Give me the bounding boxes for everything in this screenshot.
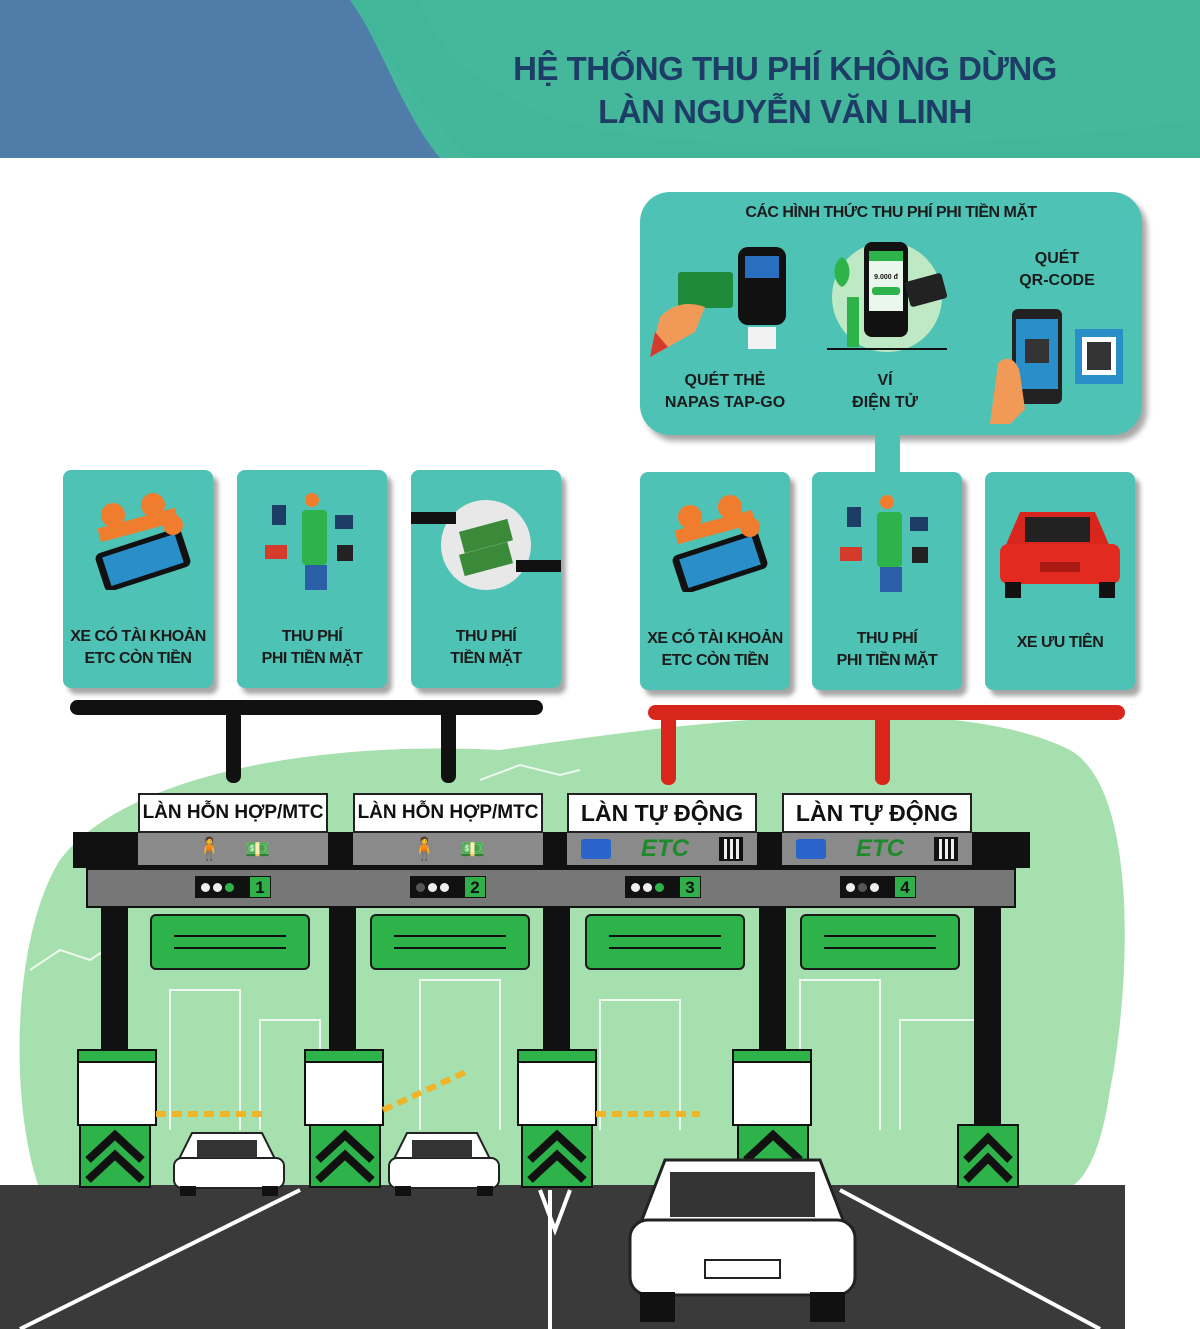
method-e-wallet-line1: VÍ — [877, 372, 893, 389]
method-e-wallet: VÍ ĐIỆN TỬ — [810, 370, 960, 414]
signal-light — [213, 882, 222, 892]
lane-number-2: 2 — [410, 876, 486, 898]
pillar — [974, 908, 1001, 1138]
header-banner — [0, 0, 1200, 158]
signal-light — [631, 882, 640, 892]
signal-light — [655, 882, 664, 892]
etc-account-phone-icon — [672, 495, 768, 592]
card-line1: XE ƯU TIÊN — [1016, 634, 1104, 651]
card-cashless-right: THU PHÍ PHI TIỀN MẶT — [812, 472, 962, 690]
connector-lane-4 — [875, 710, 890, 785]
method-qr-line2: QR-CODE — [1019, 272, 1095, 289]
cashless-payment-icon — [265, 493, 353, 590]
connector-lane-3 — [661, 710, 676, 785]
e-wallet-icon: 9.000 đ — [827, 242, 948, 352]
card-line2: PHI TIỀN MẶT — [261, 650, 363, 667]
lane-label: LÀN TỰ ĐỘNG — [782, 793, 972, 833]
signal-light — [201, 882, 210, 892]
card-line1: XE CÓ TÀI KHOẢN — [70, 628, 206, 645]
mixed-lane-connector — [70, 700, 543, 715]
lane-sign — [370, 914, 530, 970]
cash-payment-icon — [411, 500, 561, 590]
toll-booth-attendant-icon: 🧍 — [410, 836, 439, 861]
card-cashless-left: THU PHÍ PHI TIỀN MẶT — [237, 470, 387, 688]
lane-label: LÀN HỖN HỢP/MTC — [353, 793, 543, 833]
car-lane-3 — [628, 1158, 857, 1322]
method-qr: QUÉT QR-CODE — [982, 248, 1132, 292]
signal-light — [428, 882, 437, 892]
card-line1: THU PHÍ — [281, 628, 343, 645]
lane-number-1: 1 — [195, 876, 271, 898]
lane-label: LÀN TỰ ĐỘNG — [567, 793, 757, 833]
card-cash-left: THU PHÍ TIỀN MẶT — [411, 470, 561, 688]
signal-light — [225, 882, 234, 892]
lane-number-3: 3 — [625, 876, 701, 898]
card-priority-vehicle: XE ƯU TIÊN — [985, 472, 1135, 690]
cash-hand-icon: 💵 — [245, 838, 271, 861]
priority-car-icon — [1000, 512, 1120, 598]
qr-code-icon — [934, 837, 958, 861]
panel-connector — [875, 432, 900, 474]
bank-card-icon — [796, 839, 826, 859]
cashless-methods-panel: CÁC HÌNH THỨC THU PHÍ PHI TIỀN MẶT 9.000… — [640, 192, 1142, 435]
card-tap-icon — [650, 247, 786, 357]
card-line1: THU PHÍ — [856, 630, 918, 647]
qr-code-icon — [719, 837, 743, 861]
qr-scan-icon — [990, 309, 1123, 424]
signal-light — [643, 882, 652, 892]
method-napas: QUÉT THẺ NAPAS TAP-GO — [650, 370, 800, 414]
car-lane-2 — [388, 1132, 500, 1196]
cashless-payment-icon — [840, 495, 928, 592]
method-e-wallet-line2: ĐIỆN TỬ — [852, 394, 918, 411]
page-title-line1: HỆ THỐNG THU PHÍ KHÔNG DỪNG — [513, 50, 1057, 87]
bank-card-icon — [581, 839, 611, 859]
method-napas-line1: QUÉT THẺ — [684, 372, 766, 389]
cash-hand-icon: 💵 — [460, 838, 486, 861]
card-line2: ETC CÒN TIỀN — [84, 650, 192, 667]
lane-sign — [800, 914, 960, 970]
cashless-methods-title: CÁC HÌNH THỨC THU PHÍ PHI TIỀN MẶT — [745, 204, 1037, 221]
signal-light — [846, 882, 855, 892]
signal-light — [416, 882, 425, 892]
lane-number-4: 4 — [840, 876, 916, 898]
lane-label: LÀN HỖN HỢP/MTC — [138, 793, 328, 833]
etc-account-phone-icon — [95, 493, 191, 590]
lane-sign — [585, 914, 745, 970]
lane-number: 2 — [464, 876, 486, 898]
lane-3-header: LÀN TỰ ĐỘNG ETC — [567, 793, 757, 865]
car-lane-1 — [173, 1132, 285, 1196]
signal-light — [870, 882, 879, 892]
method-qr-line1: QUÉT — [1034, 250, 1080, 267]
connector-lane-1 — [226, 705, 241, 783]
lane-sign — [150, 914, 310, 970]
lane-1-header: LÀN HỖN HỢP/MTC 🧍 💵 — [138, 793, 328, 865]
lane-number: 4 — [894, 876, 916, 898]
signal-light — [858, 882, 867, 892]
card-line2: PHI TIỀN MẶT — [836, 652, 938, 669]
lane-4-header: LÀN TỰ ĐỘNG ETC — [782, 793, 972, 865]
lane-2-header: LÀN HỖN HỢP/MTC 🧍 💵 — [353, 793, 543, 865]
lane-number: 3 — [679, 876, 701, 898]
card-line2: ETC CÒN TIỀN — [661, 652, 769, 669]
etc-logo: ETC — [641, 835, 689, 862]
method-napas-line2: NAPAS TAP-GO — [664, 394, 786, 411]
lane-number: 1 — [249, 876, 271, 898]
card-line2: TIỀN MẶT — [450, 650, 522, 667]
card-line1: THU PHÍ — [455, 628, 517, 645]
page-title-line2: LÀN NGUYỄN VĂN LINH — [598, 93, 972, 130]
toll-booth-attendant-icon: 🧍 — [195, 836, 224, 861]
card-line1: XE CÓ TÀI KHOẢN — [647, 630, 783, 647]
connector-lane-2 — [441, 705, 456, 783]
signal-light — [440, 882, 449, 892]
card-etc-account-right: XE CÓ TÀI KHOẢN ETC CÒN TIỀN — [640, 472, 790, 690]
wallet-amount: 9.000 đ — [874, 274, 898, 281]
card-etc-account-left: XE CÓ TÀI KHOẢN ETC CÒN TIỀN — [63, 470, 213, 688]
etc-logo: ETC — [856, 835, 904, 862]
